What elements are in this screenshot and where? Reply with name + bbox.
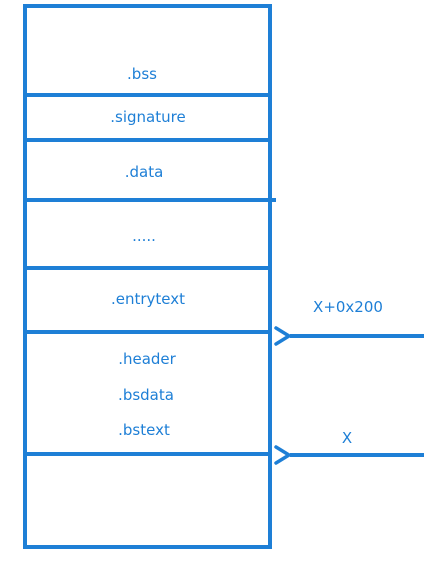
section-label-data: .data	[125, 163, 164, 181]
section-label-bsdata: .bsdata	[118, 386, 174, 404]
pointer-label-x-plus-0x200: X+0x200	[313, 298, 383, 316]
section-label-signature: .signature	[110, 108, 185, 126]
pointer-label-x: X	[342, 429, 352, 447]
memory-column-outline	[23, 4, 272, 549]
section-label-bstext: .bstext	[118, 421, 170, 439]
section-label-ellipsis: .....	[132, 227, 156, 245]
section-label-header: .header	[118, 350, 176, 368]
section-label-entrytext: .entrytext	[111, 290, 185, 308]
section-label-bss: .bss	[127, 65, 157, 83]
